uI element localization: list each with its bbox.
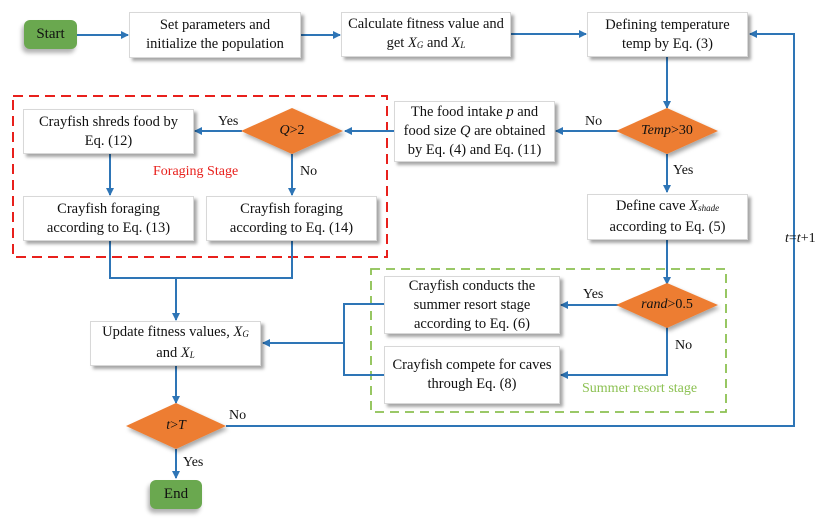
update-line1: Update fitness values, XG — [102, 323, 249, 340]
rand-yes-label: Yes — [583, 287, 604, 302]
shreds-line2: Eq. (12) — [84, 132, 133, 149]
temperature-line1: Defining temperature — [605, 16, 730, 33]
foraging-stage-border — [12, 95, 388, 258]
decision-rand-label: rand>0.5 — [641, 297, 693, 312]
edge-rand-no-compete — [560, 327, 668, 379]
foraging-stage-label: Foraging Stage — [153, 164, 239, 179]
summer-line1: Crayfish conducts the — [408, 277, 536, 294]
shreds-line1: Crayfish shreds food by — [39, 113, 178, 130]
summer-stage-border — [370, 268, 727, 413]
temp-no-label: No — [585, 114, 603, 129]
food-box: The food intake p and food size Q are ob… — [394, 101, 555, 162]
forage13-box: Crayfish foraging according to Eq. (13) — [23, 196, 194, 241]
start-terminal: Start — [24, 20, 77, 49]
summer-stage-label: Summer resort stage — [582, 381, 698, 396]
decision-q-diamond — [241, 108, 343, 154]
rand-no-label: No — [675, 338, 693, 353]
forage14-box: Crayfish foraging according to Eq. (14) — [206, 196, 377, 241]
end-terminal: End — [150, 480, 202, 509]
compete-box: Crayfish compete for caves through Eq. (… — [384, 346, 560, 404]
edge-t-no-loop — [226, 30, 795, 427]
food-line3: by Eq. (4) and Eq. (11) — [407, 142, 542, 158]
update-line2: and XL — [156, 344, 195, 361]
decision-t-label: t>T — [166, 418, 186, 433]
decision-rand-diamond — [616, 283, 718, 328]
cave-line1: Define cave Xshade — [615, 198, 720, 214]
shreds-box: Crayfish shreds food by Eq. (12) — [23, 109, 194, 154]
q-yes-label: Yes — [218, 114, 239, 129]
compete-line2: through Eq. (8) — [427, 376, 517, 392]
decision-temp-diamond — [616, 108, 718, 154]
food-line2: food size Q are obtained — [403, 123, 546, 139]
init-text: Set parameters and initialize the popula… — [146, 17, 284, 52]
calc-fitness-line1: Calculate fitness value and — [348, 15, 504, 32]
decision-temp-label: Temp>30 — [641, 123, 693, 138]
temperature-line2: temp by Eq. (3) — [621, 35, 713, 52]
forage13-line1: Crayfish foraging — [57, 200, 160, 217]
end-label: End — [163, 486, 189, 502]
start-label: Start — [36, 26, 65, 42]
summer-box: Crayfish conducts the summer resort stag… — [384, 276, 560, 334]
calc-fitness-box: Calculate fitness value and get XG and X… — [341, 12, 511, 57]
food-line1: The food intake p and — [410, 104, 539, 120]
decision-t-diamond — [126, 403, 226, 449]
cave-box: Define cave Xshade according to Eq. (5) — [587, 194, 748, 240]
decision-q-label: Q>2 — [279, 123, 305, 138]
q-no-label: No — [300, 164, 318, 179]
forage14-line1: Crayfish foraging — [240, 200, 343, 217]
summer-line2: summer resort stage — [413, 296, 531, 313]
calc-fitness-line2: get XG and XL — [386, 34, 466, 51]
init-box: Set parameters and initialize the popula… — [129, 12, 301, 58]
update-box: Update fitness values, XG and XL — [90, 321, 261, 366]
t-no-label: No — [229, 408, 247, 423]
loop-label: t=t+1 — [785, 231, 816, 246]
temperature-box: Defining temperature temp by Eq. (3) — [587, 12, 748, 57]
t-yes-label: Yes — [183, 455, 204, 470]
cave-line2: according to Eq. (5) — [609, 219, 726, 235]
forage14-line2: according to Eq. (14) — [229, 219, 354, 236]
forage13-line2: according to Eq. (13) — [46, 219, 171, 236]
summer-line3: according to Eq. (6) — [414, 315, 530, 332]
compete-line1: Crayfish compete for caves — [392, 357, 552, 373]
temp-yes-label: Yes — [673, 163, 694, 178]
edge-forage-merge — [109, 240, 293, 279]
edge-summer-merge — [343, 303, 386, 376]
